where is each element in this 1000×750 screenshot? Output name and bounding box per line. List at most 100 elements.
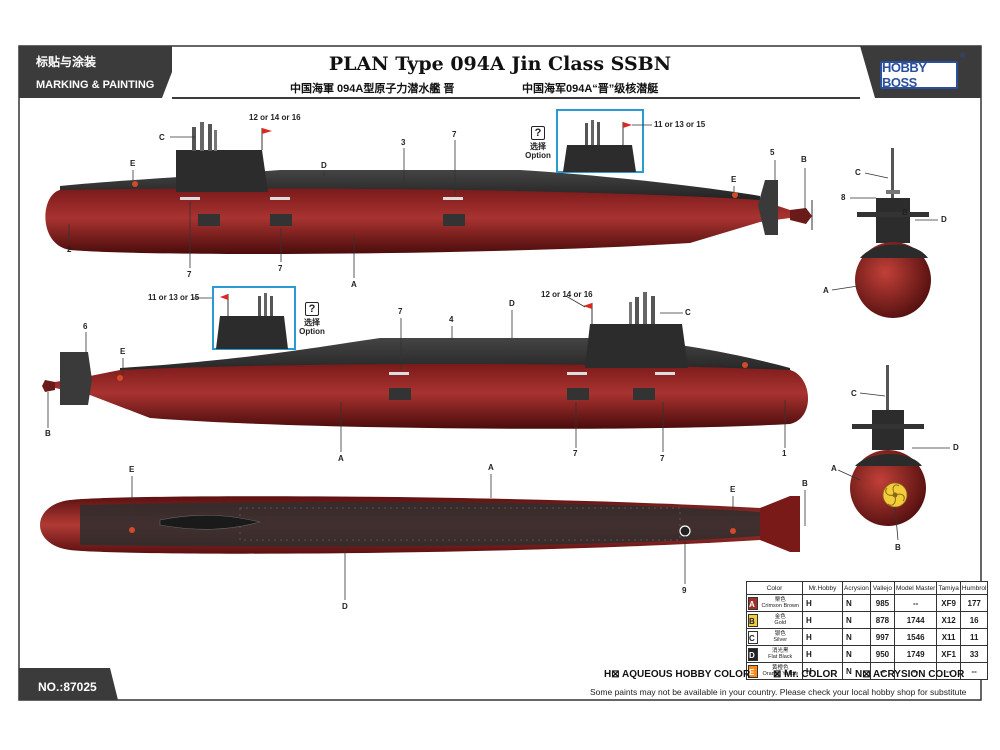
option-label-cn: 选择 xyxy=(304,318,320,327)
model-master-cell: 1749 xyxy=(893,645,938,663)
callout-d: D xyxy=(941,215,947,224)
vallejo-cell: -- xyxy=(869,662,895,680)
column-header: Vallejo xyxy=(869,581,895,595)
model-master-cell: -- xyxy=(893,662,938,680)
tamiya-cell: X11 xyxy=(936,628,961,646)
humbrol-cell: 16 xyxy=(959,611,989,629)
callout-d: D xyxy=(321,161,327,170)
option-inset-2 xyxy=(212,286,296,350)
tamiya-cell: XF1 xyxy=(936,645,961,663)
kit-number: NO.:87025 xyxy=(38,680,97,694)
color-name-en: Gold xyxy=(774,620,787,626)
vallejo-cell: 985 xyxy=(869,594,895,612)
acrysion-cell: N xyxy=(842,645,871,663)
front-view-1 xyxy=(831,148,938,318)
vallejo-cell: 950 xyxy=(869,645,895,663)
vallejo-cell: 997 xyxy=(869,628,895,646)
callout-4: 4 xyxy=(449,315,454,324)
option-badge-1: ? 选择 Option xyxy=(525,126,551,161)
option-badge-2: ? 选择 Option xyxy=(299,302,325,337)
color-reference-table: Color Mr.Hobby Acrysion Vallejo Model Ma… xyxy=(746,581,989,680)
front-view-2 xyxy=(837,365,950,541)
callout-a: A xyxy=(351,280,357,289)
callout-7: 7 xyxy=(660,454,665,463)
mr-hobby-cell: H xyxy=(802,628,843,646)
callout-a: A xyxy=(338,454,344,463)
column-header: Mr.Hobby xyxy=(802,581,843,595)
callout-7: 7 xyxy=(187,270,192,279)
legend-aqueous: H⊠ AQUEOUS HOBBY COLOR xyxy=(604,669,751,680)
column-header: Color xyxy=(746,581,803,595)
color-name-cn: 黄橙色 xyxy=(771,665,789,671)
question-icon: ? xyxy=(305,302,319,316)
callout-d: D xyxy=(509,299,515,308)
color-name-cn: 金色 xyxy=(774,614,786,620)
callout-5: 5 xyxy=(770,148,775,157)
callout-decal-11-13-15: 11 or 13 or 15 xyxy=(148,293,200,302)
color-name-en: Silver xyxy=(773,637,788,643)
acrysion-cell: N xyxy=(842,628,871,646)
callout-7: 7 xyxy=(452,130,457,139)
callout-7: 7 xyxy=(573,449,578,458)
humbrol-cell: 33 xyxy=(959,645,989,663)
callout-a: A xyxy=(823,286,829,295)
color-swatch: A xyxy=(748,596,758,610)
side-view-starboard xyxy=(45,122,813,278)
model-master-cell: 1546 xyxy=(893,628,938,646)
header-label-cn: 标贴与涂装 xyxy=(36,55,97,69)
acrysion-cell: N xyxy=(842,611,871,629)
tamiya-cell: XF9 xyxy=(936,594,961,612)
callout-c: C xyxy=(855,168,861,177)
callout-1: 1 xyxy=(782,449,787,458)
callout-2: 2 xyxy=(67,245,72,254)
subtitle-jp: 中国海軍 094A型原子力潜水艦 晋 xyxy=(290,83,455,95)
table-header-row: Color Mr.Hobby Acrysion Vallejo Model Ma… xyxy=(746,581,989,595)
callout-e: E xyxy=(730,485,736,494)
humbrol-cell: -- xyxy=(959,662,989,680)
callout-e: E xyxy=(120,347,126,356)
callout-7: 7 xyxy=(278,264,283,273)
callout-decal-12-14-16: 12 or 14 or 16 xyxy=(249,113,301,122)
color-name-en: Crimson Brown xyxy=(761,603,800,609)
callout-d: D xyxy=(342,602,348,611)
column-header: Tamiya xyxy=(936,581,961,595)
callout-6: 6 xyxy=(83,322,88,331)
callout-e: E xyxy=(129,465,135,474)
availability-note: Some paints may not be available in your… xyxy=(590,687,967,697)
callout-a: A xyxy=(488,463,494,472)
option-label-en: Option xyxy=(525,150,551,160)
model-master-cell: -- xyxy=(893,594,938,612)
propeller-icon xyxy=(882,482,908,508)
callout-b: B xyxy=(45,429,51,438)
callout-c: C xyxy=(159,133,165,142)
callout-e: E xyxy=(731,175,737,184)
side-view-port xyxy=(42,292,809,452)
brand-logo: HOBBY BOSS xyxy=(880,60,958,90)
mr-hobby-cell: H xyxy=(802,611,843,629)
color-name-cn: 栗色 xyxy=(774,597,786,603)
color-name-en: Flat Black xyxy=(768,654,793,660)
page-title: PLAN Type 094A Jin Class SSBN xyxy=(328,53,672,75)
callout-3: 3 xyxy=(401,138,406,147)
color-swatch: C xyxy=(748,630,758,644)
callout-b: B xyxy=(801,155,807,164)
mr-hobby-cell: H xyxy=(802,645,843,663)
model-master-cell: 1744 xyxy=(893,611,938,629)
callout-a: A xyxy=(831,464,837,473)
subtitle-cn: 中国海军094A“晋”级核潜艇 xyxy=(522,83,659,95)
option-inset-1 xyxy=(556,109,652,173)
acrysion-cell: N xyxy=(842,594,871,612)
callout-8: 8 xyxy=(841,193,846,202)
callout-b: B xyxy=(902,208,908,217)
color-swatch: B xyxy=(748,613,758,627)
color-swatch: D xyxy=(748,647,758,661)
top-view xyxy=(40,474,806,600)
callout-decal-12-14-16: 12 or 14 or 16 xyxy=(541,290,593,299)
header-label-en: MARKING & PAINTING xyxy=(36,79,155,91)
